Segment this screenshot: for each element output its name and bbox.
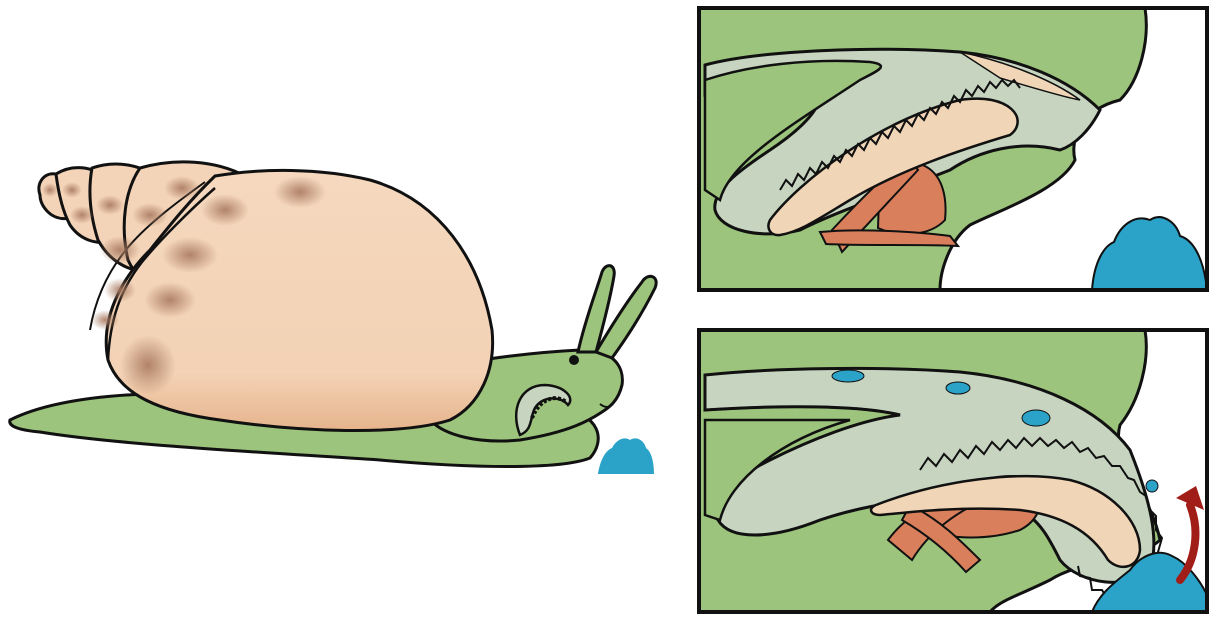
feeding-detail-retracted [699,8,1207,290]
food-algae [598,438,654,474]
snail [10,162,656,474]
eye [569,355,579,365]
shell [39,162,493,431]
feeding-detail-scraping [699,330,1207,612]
